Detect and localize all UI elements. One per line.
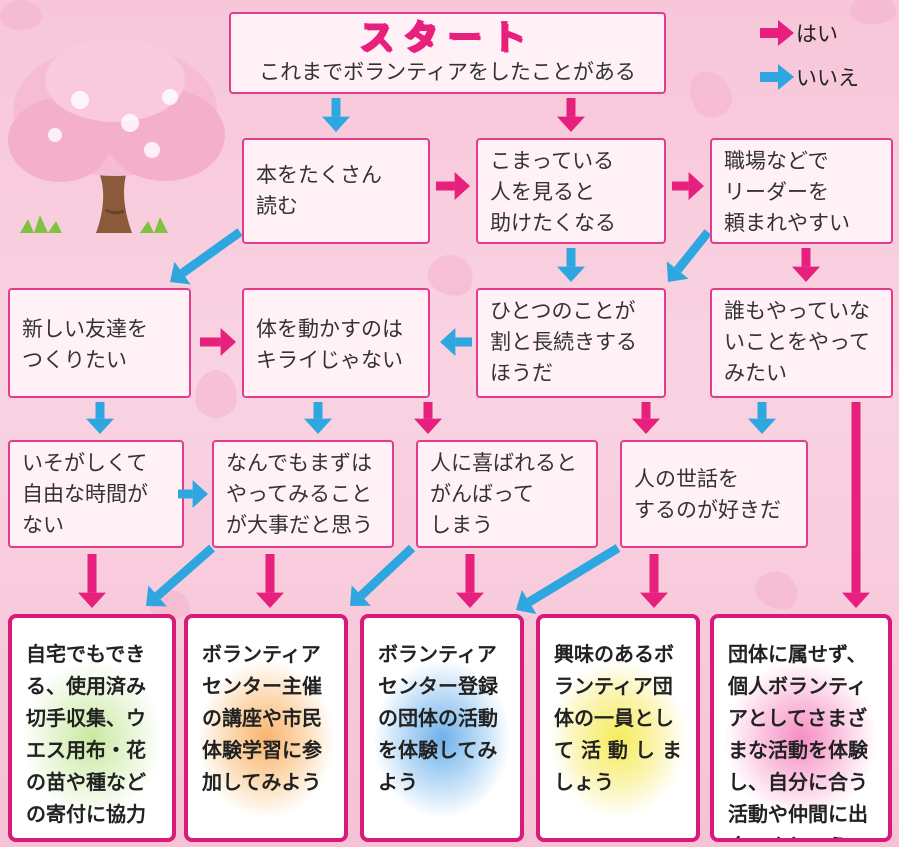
arrow-yes [436,172,470,200]
question-books: 本をたくさん 読む [242,138,430,244]
arrow-no [748,402,776,434]
result-donation: 自宅でもでき る、使用済み 切手収集、ウ エス用布・花 の苗や種など の寄付に協… [8,614,176,842]
arrow-no [516,544,621,614]
legend-no-label: いいえ [796,66,859,90]
arrow-yes [200,328,236,356]
start-title: スタート [359,17,536,59]
question-leader: 職場などで リーダーを 頼まれやすい [710,138,893,244]
arrow-no [666,229,712,282]
legend-yes-label: はい [796,22,838,46]
question-care: 人の世話を するのが好きだ [620,440,808,548]
arrow-yes [632,402,660,434]
question-help: こまっている 人を見ると 助けたくなる [476,138,666,244]
question-joy: 人に喜ばれると がんばって しまう [416,440,598,548]
arrow-yes [414,402,442,434]
start-node: スタート これまでボランティアをしたことがある [229,12,666,94]
start-question: これまでボランティアをしたことがある [259,60,636,84]
arrow-no [440,328,472,356]
arrow-yes [256,554,284,608]
petal-decoration [850,0,896,24]
arrow-yes [640,554,668,608]
arrow-no [322,98,350,132]
arrow-yes [672,172,704,200]
question-try: なんでもまずは やってみること が大事だと思う [212,440,394,548]
legend-no: いいえ [760,62,859,92]
arrow-yes [842,402,870,608]
result-group-member: 興味のあるボ ランティア団 体の一員とし て 活 動 し ま しょう [536,614,700,842]
question-novel: 誰もやっていな いことをやって みたい [710,288,893,398]
question-persist: ひとつのことが 割と長続きする ほうだ [476,288,666,398]
petal-decoration [0,0,42,30]
petal-decoration [195,370,237,418]
arrow-yes [78,554,106,608]
arrow-no [178,480,208,508]
arrow-no [86,402,114,434]
arrow-no [170,228,243,285]
arrow-yes [456,554,484,608]
arrow-no [146,544,215,607]
arrow-yes [557,98,585,132]
legend-yes: はい [760,18,838,48]
result-group-trial: ボランティア センター登録 の団体の活動 を体験してみ よう [360,614,524,842]
question-friends: 新しい友達を つくりたい [8,288,191,398]
blue-arrow-right-icon [760,64,794,90]
arrow-no [304,402,332,434]
result-course: ボランティア センター主催 の講座や市民 体験学習に参 加してみよう [184,614,348,842]
cherry-tree-illustration [8,38,225,233]
result-individual: 団体に属せず、 個人ボランティ アとしてさまざ まな活動を体験 し、自分に合う … [710,614,892,842]
question-body: 体を動かすのは キライじゃない [242,288,430,398]
arrow-yes [792,248,820,282]
arrow-no [557,248,585,282]
pink-arrow-right-icon [760,20,794,46]
arrow-no [350,544,416,606]
